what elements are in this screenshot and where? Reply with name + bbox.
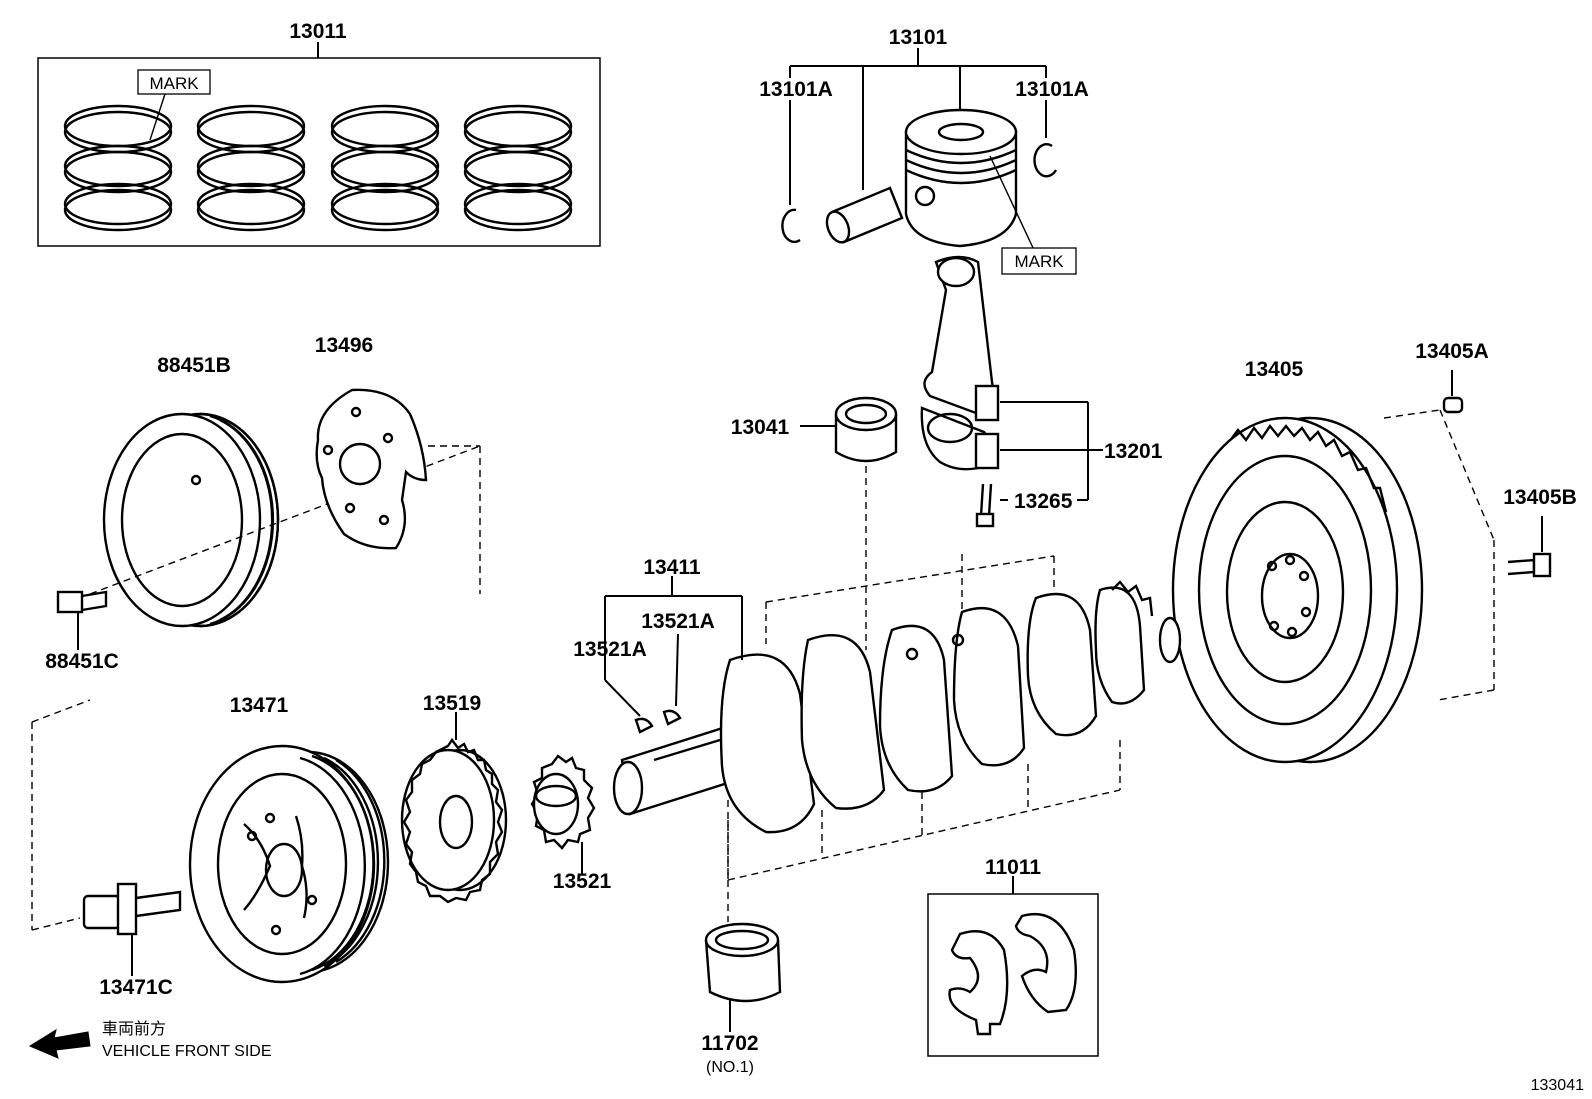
flywheel-pin-13405A[interactable] (1442, 370, 1464, 414)
label-mark-piston: MARK (1014, 252, 1064, 271)
label-13521A-right: 13521A (641, 610, 715, 633)
label-13101: 13101 (889, 26, 948, 49)
label-13405: 13405 (1245, 358, 1304, 381)
label-13471C: 13471C (99, 976, 173, 999)
figure-id: 133041 (1531, 1077, 1584, 1094)
label-13521A-left: 13521A (573, 638, 647, 661)
crankshaft-keys[interactable] (604, 576, 743, 734)
ring-mark-callout (137, 69, 211, 141)
piston-mark-callout (989, 155, 1077, 275)
label-13521: 13521 (553, 870, 612, 893)
ring-stack-3 (330, 104, 440, 232)
label-13201: 13201 (1104, 440, 1163, 463)
ring-stack-4 (463, 104, 573, 232)
label-11702: 11702 (701, 1032, 758, 1055)
crankshaft-pulley-upper[interactable] (89, 412, 481, 628)
crankshaft[interactable] (612, 554, 1182, 881)
label-13265: 13265 (1014, 490, 1073, 513)
pulley-bolt-88451C[interactable] (56, 590, 108, 650)
front-label-jp: 車両前方 (102, 1020, 166, 1038)
main-bearing[interactable] (704, 820, 782, 1032)
label-13496: 13496 (315, 334, 373, 357)
pulley-bolt-13471C[interactable] (82, 882, 182, 976)
label-13101A-right: 13101A (1015, 78, 1089, 101)
thrust-washer-set[interactable] (927, 876, 1099, 1057)
front-label-en: VEHICLE FRONT SIDE (102, 1043, 272, 1060)
label-13411: 13411 (643, 556, 701, 579)
label-13011: 13011 (289, 20, 347, 43)
label-13101A-left: 13101A (759, 78, 833, 101)
label-13405A: 13405A (1415, 340, 1489, 363)
label-11011: 11011 (985, 856, 1041, 879)
flywheel-bolt-13405B[interactable] (1507, 516, 1552, 578)
arrow-left-icon (28, 1028, 91, 1059)
label-13471: 13471 (230, 694, 289, 717)
ring-stack-2 (196, 104, 306, 232)
pulley-spacer-plate[interactable] (315, 388, 481, 594)
crankpin-bearing[interactable] (800, 396, 898, 650)
label-13041: 13041 (731, 416, 790, 439)
label-13405B: 13405B (1503, 486, 1577, 509)
piston-snap-ring-left (781, 208, 801, 243)
flywheel[interactable] (1171, 409, 1495, 764)
crankshaft-pulley-lower[interactable] (31, 699, 390, 984)
vehicle-front-indicator (28, 1028, 91, 1059)
label-mark-rings: MARK (149, 74, 199, 93)
label-11702-note: (NO.1) (706, 1059, 754, 1076)
label-88451B: 88451B (157, 354, 231, 377)
crankshaft-timing-gear[interactable] (400, 712, 508, 904)
piston (904, 108, 1018, 248)
connecting-rod[interactable] (920, 255, 1103, 501)
ring-stack-1 (63, 104, 173, 232)
crankshaft-timing-sprocket[interactable] (530, 754, 596, 874)
piston-ring-set[interactable] (37, 42, 601, 247)
piston-assembly[interactable] (781, 48, 1077, 275)
piston-snap-ring-right (1033, 143, 1058, 178)
label-88451C: 88451C (45, 650, 119, 673)
piston-pin (825, 186, 904, 244)
label-13519: 13519 (423, 692, 481, 715)
connecting-rod-bolt[interactable] (975, 483, 1008, 528)
